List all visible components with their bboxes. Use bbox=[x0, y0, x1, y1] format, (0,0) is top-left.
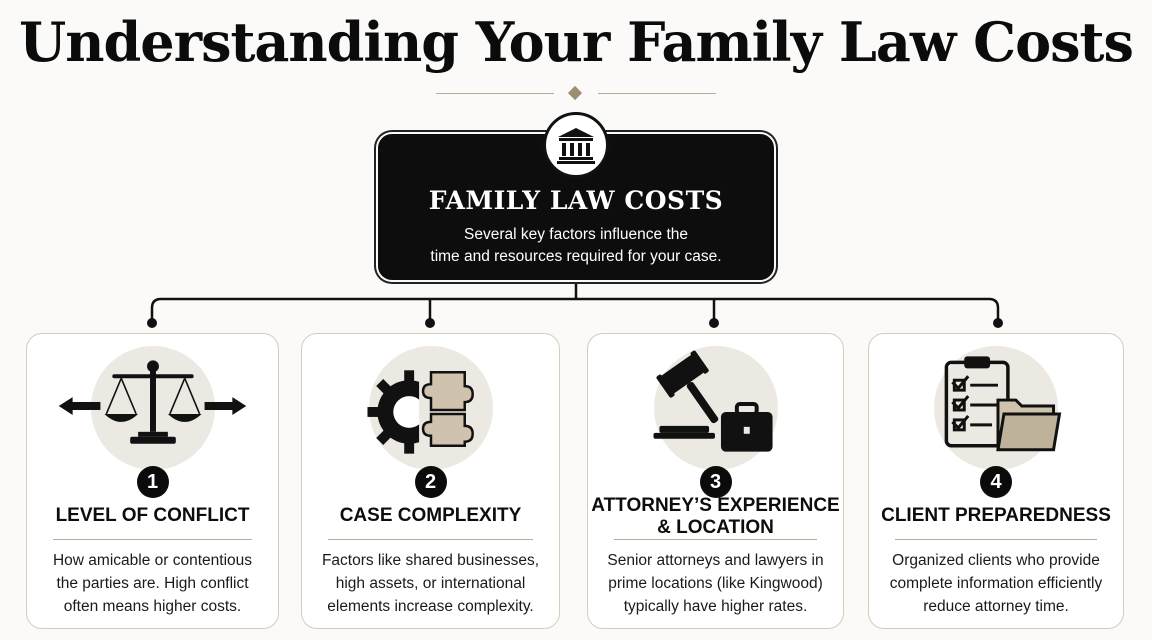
title-divider bbox=[436, 84, 716, 104]
main-subtitle-line2: time and resources required for your cas… bbox=[430, 248, 722, 265]
factor-description: Senior attorneys and lawyers in prime lo… bbox=[607, 552, 824, 615]
gavel-briefcase-icon bbox=[653, 350, 773, 452]
factor-number: 4 bbox=[980, 466, 1012, 498]
factor-title: LEVEL OF CONFLICT bbox=[55, 505, 250, 526]
factor-card-level-of-conflict: 1 LEVEL OF CONFLICT How amicable or cont… bbox=[26, 333, 279, 629]
page-title: Understanding Your Family Law Costs bbox=[19, 10, 1134, 74]
factor-description: Factors like shared businesses, high ass… bbox=[321, 552, 540, 615]
main-subtitle: Several key factors influence the time a… bbox=[398, 224, 754, 268]
factor-description: How amicable or contentious the parties … bbox=[52, 552, 253, 615]
factor-card-case-complexity: 2 CASE COMPLEXITY Factors like shared bu… bbox=[301, 333, 560, 629]
card-divider bbox=[328, 539, 533, 540]
factor-number: 3 bbox=[699, 466, 732, 498]
card-divider bbox=[895, 539, 1097, 540]
factor-title: CLIENT PREPAREDNESS bbox=[881, 505, 1111, 526]
main-subtitle-line1: Several key factors influence the bbox=[463, 226, 688, 243]
main-title: FAMILY LAW COSTS bbox=[428, 186, 724, 215]
factor-number: 1 bbox=[136, 466, 169, 498]
factor-card-client-preparedness: 4 CLIENT PREPAREDNESS Organized clients … bbox=[868, 333, 1124, 629]
factor-title: ATTORNEY’S EXPERIENCE & LOCATION bbox=[591, 495, 840, 538]
card-divider bbox=[53, 539, 252, 540]
clipboard-folder-icon bbox=[944, 356, 1062, 452]
gear-puzzle-icon bbox=[367, 370, 474, 454]
courthouse-icon bbox=[543, 112, 609, 178]
factor-card-attorney-experience-location: 3 ATTORNEY’S EXPERIENCE & LOCATION Senio… bbox=[587, 333, 844, 629]
card-divider bbox=[614, 539, 817, 540]
scales-of-justice-icon bbox=[58, 360, 247, 444]
factor-number: 2 bbox=[414, 466, 447, 498]
factor-title: CASE COMPLEXITY bbox=[339, 505, 522, 526]
factor-description: Organized clients who provide complete i… bbox=[889, 552, 1103, 615]
